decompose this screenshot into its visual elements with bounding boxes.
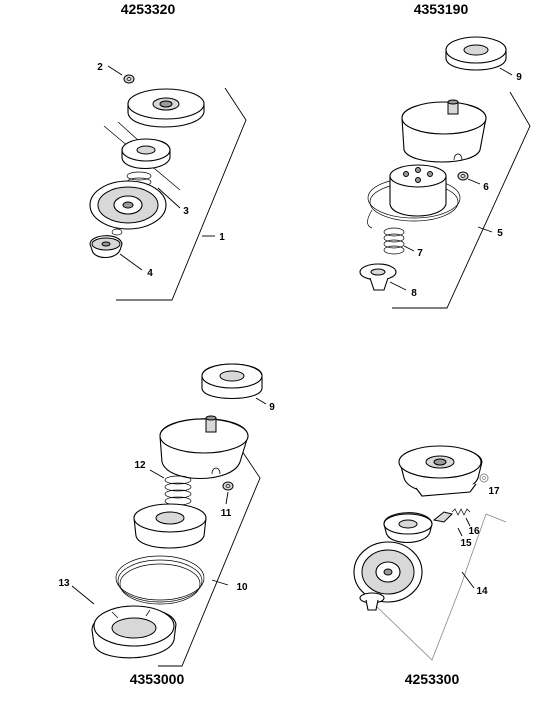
- callout-11: 11: [221, 508, 232, 519]
- assembly-4253300: 4253300: [353, 445, 507, 687]
- part-number-4353000: 4353000: [130, 671, 185, 687]
- callout-9-top: 9: [516, 72, 522, 83]
- spring-part-12: [164, 475, 192, 506]
- callout-9-bottom: 9: [269, 402, 275, 413]
- spool-housing: [401, 99, 487, 163]
- leader-6: [467, 178, 481, 185]
- guide-line-17: [485, 513, 507, 523]
- nut-part-17: [479, 473, 489, 483]
- spool-cover: [127, 88, 205, 128]
- line-spool-bottom: [133, 503, 207, 549]
- bracket-line-1: [116, 87, 247, 301]
- callout-8: 8: [411, 288, 417, 299]
- bump-knob: [359, 592, 385, 611]
- callout-5: 5: [497, 228, 503, 239]
- trimmer-line-coil: [115, 555, 205, 605]
- callout-1: 1: [219, 232, 225, 243]
- callout-10: 10: [236, 582, 248, 593]
- callout-16: 16: [468, 526, 480, 537]
- guide-line-14: [373, 513, 487, 661]
- nut-part-6: [457, 171, 469, 181]
- spool-housing-bottom: [159, 415, 249, 479]
- leader-4: [119, 253, 143, 271]
- leader-12: [149, 469, 165, 479]
- spring-part-16: [451, 508, 471, 516]
- assembly-4353000: 4353000: [58, 363, 275, 687]
- leader-16: [465, 517, 471, 527]
- line-spool-disk: [353, 541, 423, 603]
- callout-2: 2: [97, 62, 103, 73]
- leader-7: [403, 245, 415, 252]
- line-spool: [89, 180, 167, 230]
- callout-17: 17: [488, 486, 500, 497]
- assembly-4353190: 4353190: [359, 1, 531, 309]
- leader-14: [461, 571, 475, 589]
- callout-13: 13: [58, 578, 70, 589]
- part-number-4353190: 4353190: [414, 1, 469, 17]
- drive-ring-bottom: [383, 512, 433, 543]
- leader-9-top: [499, 67, 513, 76]
- leader-9-bottom: [255, 397, 267, 405]
- bracket-line-5: [392, 91, 531, 309]
- callout-7: 7: [417, 248, 423, 259]
- drive-ring: [121, 138, 171, 169]
- washer-part-9-top: [445, 36, 507, 71]
- leader-2: [107, 65, 123, 76]
- callout-15: 15: [460, 538, 472, 549]
- line-spool-assembly: [367, 164, 461, 229]
- eyelet-part-15: [432, 511, 453, 523]
- leader-10: [211, 579, 229, 586]
- callout-4: 4: [147, 268, 153, 279]
- bracket-line-10: [158, 447, 261, 667]
- part-number-4253300: 4253300: [405, 671, 460, 687]
- leader-13: [71, 585, 95, 605]
- leader-3: [157, 187, 181, 209]
- callout-6: 6: [483, 182, 489, 193]
- callout-14: 14: [476, 586, 488, 597]
- callout-3: 3: [183, 206, 189, 217]
- bump-knob-part-4: [89, 228, 123, 259]
- leader-11: [225, 491, 229, 505]
- callout-12: 12: [134, 460, 146, 471]
- nut-part-11: [222, 481, 234, 491]
- leader-15: [457, 527, 463, 537]
- leader-8: [389, 281, 407, 291]
- washer-part-9-bottom: [201, 363, 263, 400]
- spring-part-7: [383, 227, 405, 255]
- cover-part-13: [91, 605, 177, 659]
- spool-cover-bottom: [398, 445, 483, 497]
- nut-part-2: [123, 74, 135, 84]
- assembly-4253320: 4253320: [89, 1, 247, 301]
- part-number-4253320: 4253320: [121, 1, 176, 17]
- bump-knob-part-8: [359, 263, 397, 291]
- leader-5: [477, 226, 493, 233]
